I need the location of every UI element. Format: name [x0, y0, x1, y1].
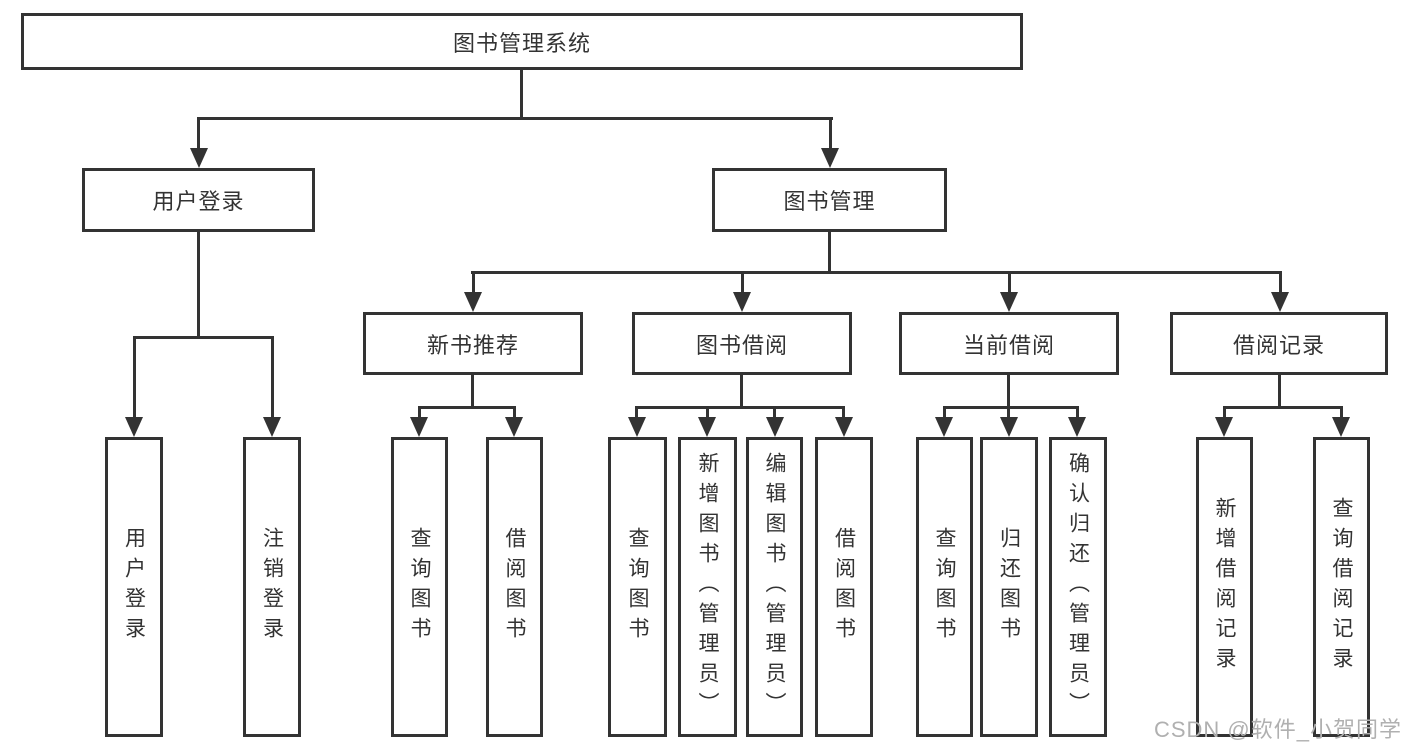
connector-cb-stub-1	[943, 406, 946, 420]
connector-root-hline	[197, 117, 833, 120]
leaf-br-query-record-label: 查询借阅记录	[1330, 497, 1353, 677]
arrow-down-icon	[1000, 292, 1018, 312]
connector-cb-hline	[943, 406, 1079, 409]
connector-root-vline	[520, 70, 523, 119]
connector-br-hline	[1223, 406, 1343, 409]
arrow-down-icon	[190, 148, 208, 168]
leaf-user-login: 用户登录	[105, 437, 163, 737]
node-new-book-recommend: 新书推荐	[363, 312, 583, 375]
leaf-nbr-borrow-books-label: 借阅图书	[503, 527, 526, 647]
leaf-cb-query-books: 查询图书	[916, 437, 973, 737]
connector-cb-vline	[1007, 375, 1010, 408]
arrow-down-icon	[1000, 417, 1018, 437]
arrow-down-icon	[263, 417, 281, 437]
leaf-cb-return-books: 归还图书	[980, 437, 1038, 737]
connector-nbr-stub-1	[418, 406, 421, 420]
leaf-logout: 注销登录	[243, 437, 301, 737]
connector-nbr-hline	[418, 406, 516, 409]
leaf-bb-add-books-admin: 新增图书（管理员）	[678, 437, 737, 737]
arrow-down-icon	[821, 148, 839, 168]
node-current-borrow: 当前借阅	[899, 312, 1119, 375]
arrow-down-icon	[698, 417, 716, 437]
connector-bookmgmt-hline	[471, 271, 1281, 274]
arrow-down-icon	[628, 417, 646, 437]
connector-br-stub-2	[1340, 406, 1343, 420]
node-root-label: 图书管理系统	[452, 30, 591, 56]
node-user-login: 用户登录	[82, 168, 315, 232]
leaf-bb-edit-books-admin-label: 编辑图书（管理员）	[763, 452, 786, 722]
connector-bb-vline	[740, 375, 743, 408]
arrow-down-icon	[1271, 292, 1289, 312]
arrow-down-icon	[766, 417, 784, 437]
arrow-down-icon	[1068, 417, 1086, 437]
leaf-bb-add-books-admin-label: 新增图书（管理员）	[696, 452, 719, 722]
leaf-cb-query-books-label: 查询图书	[933, 527, 956, 647]
connector-bb-hline	[635, 406, 845, 409]
connector-bookmgmt-stub-2	[741, 271, 744, 295]
leaf-bb-query-books-label: 查询图书	[626, 527, 649, 647]
leaf-logout-label: 注销登录	[260, 527, 284, 647]
leaf-cb-confirm-return-admin: 确认归还（管理员）	[1049, 437, 1107, 737]
leaf-nbr-query-books-label: 查询图书	[408, 527, 431, 647]
arrow-down-icon	[505, 417, 523, 437]
connector-bb-stub-1	[635, 406, 638, 420]
node-book-borrow-label: 图书借阅	[695, 332, 788, 358]
leaf-bb-query-books: 查询图书	[608, 437, 667, 737]
connector-userlogin-hline	[133, 336, 274, 339]
node-new-book-recommend-label: 新书推荐	[426, 332, 519, 358]
arrow-down-icon	[733, 292, 751, 312]
connector-cb-stub-3	[1076, 406, 1079, 420]
arrow-down-icon	[464, 292, 482, 312]
connector-userlogin-stub-2	[271, 336, 274, 420]
node-current-borrow-label: 当前借阅	[962, 332, 1055, 358]
connector-nbr-stub-2	[513, 406, 516, 420]
node-borrow-records-label: 借阅记录	[1232, 332, 1325, 358]
leaf-br-add-record-label: 新增借阅记录	[1213, 497, 1236, 677]
node-book-management-label: 图书管理	[783, 189, 876, 214]
connector-userlogin-vline	[197, 232, 200, 339]
arrow-down-icon	[410, 417, 428, 437]
node-borrow-records: 借阅记录	[1170, 312, 1388, 375]
connector-root-stub-right	[829, 117, 832, 151]
connector-nbr-vline	[471, 375, 474, 408]
connector-bookmgmt-stub-3	[1008, 271, 1011, 295]
node-root: 图书管理系统	[21, 13, 1023, 70]
leaf-nbr-borrow-books: 借阅图书	[486, 437, 543, 737]
connector-bb-stub-2	[706, 406, 709, 420]
leaf-nbr-query-books: 查询图书	[391, 437, 448, 737]
arrow-down-icon	[1215, 417, 1233, 437]
connector-br-vline	[1278, 375, 1281, 408]
leaf-br-query-record: 查询借阅记录	[1313, 437, 1370, 737]
node-book-management: 图书管理	[712, 168, 947, 232]
arrow-down-icon	[125, 417, 143, 437]
node-book-borrow: 图书借阅	[632, 312, 852, 375]
leaf-bb-borrow-books-label: 借阅图书	[832, 527, 856, 647]
connector-root-stub-left	[197, 117, 200, 151]
arrow-down-icon	[1332, 417, 1350, 437]
connector-userlogin-stub-1	[133, 336, 136, 420]
connector-bb-stub-3	[773, 406, 776, 420]
connector-bb-stub-4	[842, 406, 845, 420]
connector-bookmgmt-vline	[828, 232, 831, 273]
arrow-down-icon	[835, 417, 853, 437]
arrow-down-icon	[935, 417, 953, 437]
leaf-bb-borrow-books: 借阅图书	[815, 437, 873, 737]
connector-br-stub-1	[1223, 406, 1226, 420]
leaf-cb-return-books-label: 归还图书	[997, 527, 1021, 647]
leaf-bb-edit-books-admin: 编辑图书（管理员）	[746, 437, 803, 737]
csdn-watermark: CSDN @软件_小贺同学	[1153, 717, 1402, 742]
connector-cb-stub-2	[1007, 406, 1010, 420]
leaf-br-add-record: 新增借阅记录	[1196, 437, 1253, 737]
connector-bookmgmt-stub-1	[472, 271, 475, 295]
leaf-cb-confirm-return-admin-label: 确认归还（管理员）	[1066, 452, 1090, 722]
leaf-user-login-label: 用户登录	[122, 527, 146, 647]
node-user-login-label: 用户登录	[152, 189, 245, 214]
connector-bookmgmt-stub-4	[1279, 271, 1282, 295]
